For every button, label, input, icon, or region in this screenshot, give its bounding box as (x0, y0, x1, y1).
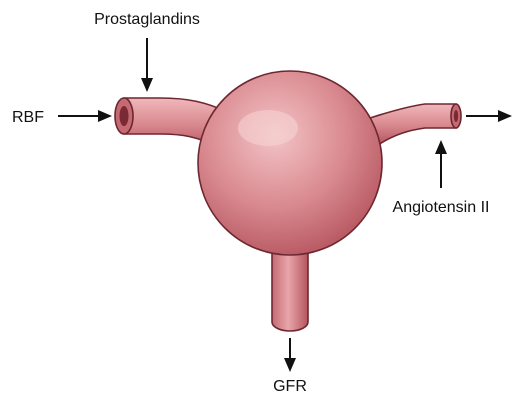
angiotensin-label: Angiotensin II (393, 199, 490, 216)
rbf-arrow-head (98, 110, 112, 122)
rbf-label: RBF (12, 109, 44, 126)
afferent-lumen (120, 106, 129, 126)
gfr-arrow-head (284, 358, 296, 372)
efferent-outflow-arrow-head (498, 110, 512, 122)
efferent-lumen (454, 110, 458, 122)
glomerulus-ball (198, 71, 382, 255)
angiotensin-arrow-head (435, 140, 447, 154)
prostaglandins-arrow-head (141, 78, 153, 92)
glomerulus-highlight (238, 110, 298, 146)
gfr-label: GFR (273, 378, 307, 395)
efferent-arteriole (370, 104, 456, 145)
glomerular-outflow-stem (272, 248, 308, 331)
prostaglandins-label: Prostaglandins (94, 11, 200, 28)
